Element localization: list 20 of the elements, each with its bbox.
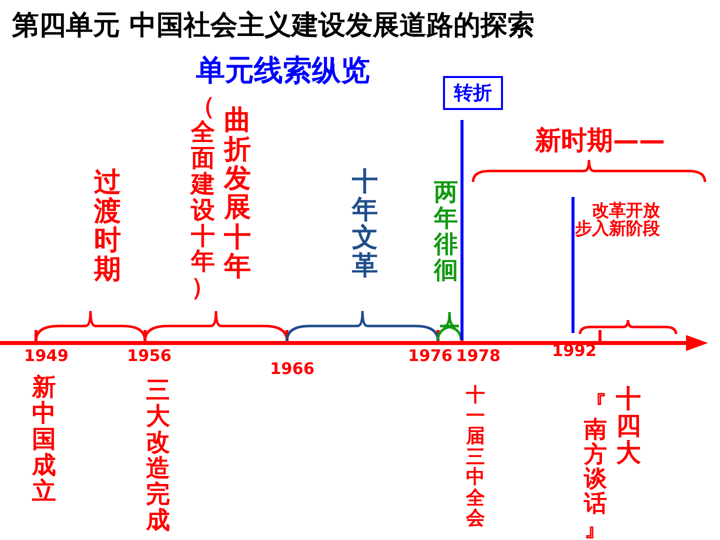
- event-label: 十一届三中全会: [466, 385, 485, 529]
- label-box: 转折: [443, 76, 503, 110]
- year-label: 1956: [127, 348, 172, 365]
- period-label: 曲折发展十年: [224, 106, 251, 281]
- period-label: （全面建设十年）: [191, 94, 215, 302]
- year-label: 1966: [270, 361, 315, 378]
- period-label: 两年徘徊: [434, 180, 458, 284]
- title: 第四单元 中国社会主义建设发展道路的探索: [12, 12, 534, 40]
- year-label: 1949: [24, 348, 69, 365]
- event-label: 新中国成立: [32, 375, 56, 505]
- year-label: 1978: [456, 348, 501, 365]
- event-label: 三大改造完成: [146, 378, 170, 534]
- period-label: 过渡时期: [94, 168, 121, 285]
- period-label: 十年文革: [352, 168, 378, 280]
- event-label: 十四大: [616, 385, 641, 466]
- period-label: 新时期——: [535, 128, 665, 156]
- event-label: 『南方谈话』: [584, 393, 607, 540]
- note-text: 改革开放步入新阶段: [575, 203, 660, 239]
- subtitle: 单元线索纵览: [196, 55, 370, 86]
- year-label: 1976: [408, 348, 453, 365]
